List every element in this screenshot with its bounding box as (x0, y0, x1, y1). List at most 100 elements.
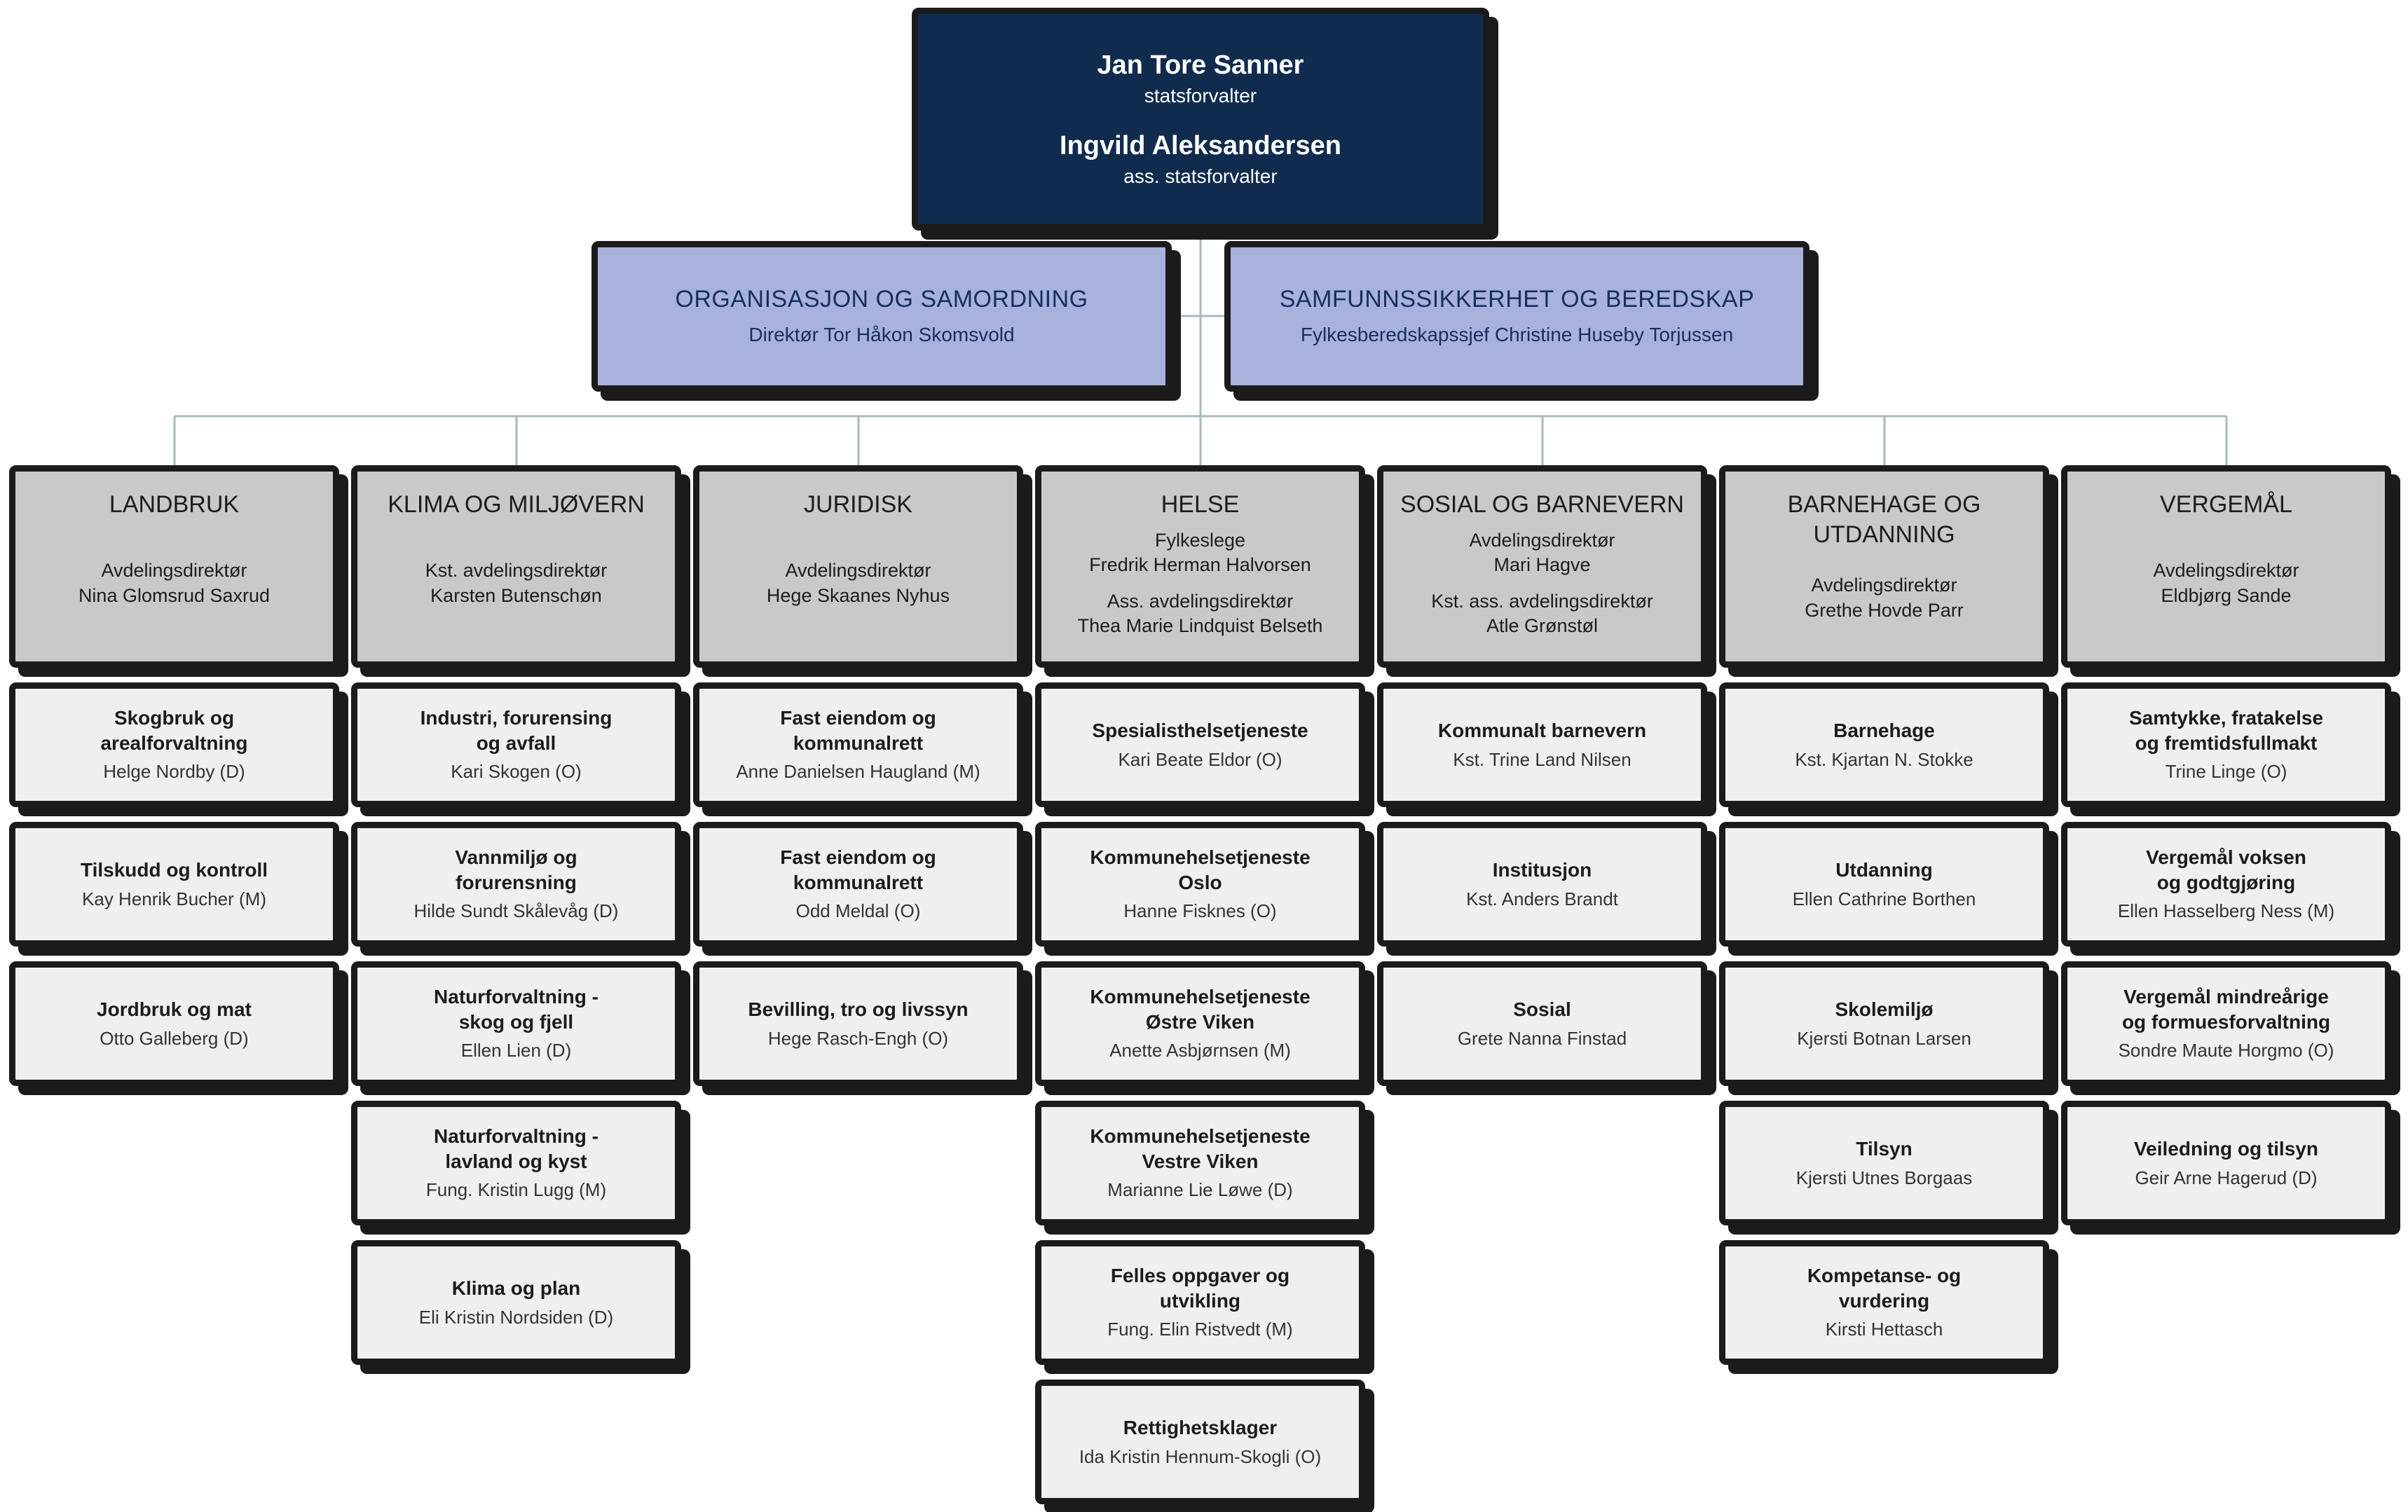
unit-box: Felles oppgaver og utvikling Fung. Elin … (1035, 1240, 1365, 1365)
unit-name: Industri, forurensing og avfall (420, 706, 613, 754)
department-title: LANDBRUK (109, 491, 240, 518)
unit-box: Jordbruk og mat Otto Galleberg (D) (9, 961, 339, 1086)
unit-name: Bevilling, tro og livssyn (748, 998, 969, 1020)
unit-person: Kari Beate Eldor (O) (1118, 748, 1282, 770)
unit-person: Kst. Anders Brandt (1466, 888, 1618, 909)
unit-name: Utdanning (1835, 858, 1933, 881)
unit-box: Kompetanse- og vurdering Kirsti Hettasch (1719, 1240, 2049, 1365)
department-leader: Avdelingsdirektør Eldbjørg Sande (2153, 560, 2299, 606)
unit-name: Kommunehelsetjeneste Østre Viken (1090, 985, 1311, 1033)
unit-name: Sosial (1513, 998, 1571, 1020)
unit-person: Trine Linge (O) (2165, 761, 2287, 783)
unit-box: Skogbruk og arealforvaltning Helge Nordb… (9, 682, 339, 807)
department-title: BARNEHAGE OG UTDANNING (1787, 491, 1981, 548)
unit-box: Klima og plan Eli Kristin Nordsiden (D) (351, 1240, 681, 1365)
department-header: VERGEMÅL Avdelingsdirektør Eldbjørg Sand… (2061, 465, 2391, 668)
staff-box-organisasjon-og-samordning: ORGANISASJON OG SAMORDNING Direktør Tor … (591, 241, 1172, 392)
department-header: JURIDISK Avdelingsdirektør Hege Skaanes … (693, 465, 1023, 668)
unit-name: Tilsyn (1856, 1137, 1913, 1160)
unit-name: Felles oppgaver og utvikling (1110, 1264, 1290, 1312)
statsforvalter-title: statsforvalter (1144, 85, 1257, 107)
unit-box: Barnehage Kst. Kjartan N. Stokke (1719, 682, 2049, 807)
unit-person: Grete Nanna Finstad (1457, 1027, 1627, 1049)
unit-box: Naturforvaltning - lavland og kyst Fung.… (351, 1101, 681, 1225)
department-leader-2: Kst. ass. avdelingsdirektør Atle Grønstø… (1431, 590, 1653, 637)
unit-person: Helge Nordby (D) (103, 761, 245, 783)
department-leader: Kst. avdelingsdirektør Karsten Butenschø… (425, 560, 608, 606)
department-title: VERGEMÅL (2160, 491, 2292, 518)
unit-name: Skogbruk og arealforvaltning (100, 706, 248, 754)
top-leadership-box: Jan Tore Sanner statsforvalter Ingvild A… (912, 8, 1489, 231)
staff-box-title: SAMFUNNSSIKKERHET OG BEREDSKAP (1279, 285, 1755, 312)
unit-person: Sondre Maute Horgmo (O) (2118, 1040, 2334, 1061)
department-column-barnehage-og-utdanning: BARNEHAGE OG UTDANNING Avdelingsdirektør… (1719, 465, 2049, 1365)
unit-name: Tilskudd og kontroll (80, 858, 268, 881)
department-header: BARNEHAGE OG UTDANNING Avdelingsdirektør… (1719, 465, 2049, 668)
unit-name: Kommunehelsetjeneste Vestre Viken (1090, 1125, 1311, 1172)
unit-person: Anne Danielsen Haugland (M) (736, 761, 980, 783)
departments-row: LANDBRUK Avdelingsdirektør Nina Glomsrud… (9, 465, 2391, 1504)
unit-box: Spesialisthelsetjeneste Kari Beate Eldor… (1035, 682, 1365, 807)
unit-name: Jordbruk og mat (97, 998, 252, 1020)
department-column-sosial-og-barnevern: SOSIAL OG BARNEVERN Avdelingsdirektør Ma… (1377, 465, 1707, 1086)
department-column-landbruk: LANDBRUK Avdelingsdirektør Nina Glomsrud… (9, 465, 339, 1086)
department-leader: Fylkeslege Fredrik Herman Halvorsen (1089, 529, 1311, 576)
unit-name: Veiledning og tilsyn (2134, 1137, 2318, 1160)
department-title: KLIMA OG MILJØVERN (388, 491, 645, 518)
unit-name: Kommunehelsetjeneste Oslo (1090, 846, 1311, 893)
unit-box: Institusjon Kst. Anders Brandt (1377, 822, 1707, 947)
ass-statsforvalter-name: Ingvild Aleksandersen (1060, 131, 1341, 160)
unit-name: Fast eiendom og kommunalrett (780, 846, 936, 893)
department-column-helse: HELSE Fylkeslege Fredrik Herman Halvorse… (1035, 465, 1365, 1504)
department-leader: Avdelingsdirektør Grethe Hovde Parr (1805, 575, 1964, 621)
unit-person: Hege Rasch-Engh (O) (767, 1027, 949, 1049)
unit-person: Kari Skogen (O) (451, 761, 582, 783)
unit-person: Marianne Lie Løwe (D) (1107, 1179, 1293, 1201)
unit-name: Vannmiljø og forurensning (455, 846, 577, 893)
department-title: HELSE (1161, 491, 1240, 518)
department-leader-block: Avdelingsdirektør Grethe Hovde Parr (1735, 549, 2033, 647)
unit-person: Fung. Elin Ristvedt (M) (1107, 1319, 1293, 1340)
unit-box: Samtykke, fratakelse og fremtidsfullmakt… (2061, 682, 2391, 807)
department-header: KLIMA OG MILJØVERN Kst. avdelingsdirektø… (351, 465, 681, 668)
department-leader-block: Fylkeslege Fredrik Herman Halvorsen Ass.… (1051, 520, 1349, 648)
unit-box: Skolemiljø Kjersti Botnan Larsen (1719, 961, 2049, 1086)
department-leader-block: Kst. avdelingsdirektør Karsten Butenschø… (367, 520, 665, 648)
unit-name: Fast eiendom og kommunalrett (780, 706, 936, 754)
department-title: JURIDISK (804, 491, 912, 518)
unit-name: Kommunalt barnevern (1437, 719, 1647, 741)
department-leader: Avdelingsdirektør Mari Hagve (1469, 529, 1615, 576)
unit-name: Naturforvaltning - lavland og kyst (434, 1125, 598, 1172)
unit-box: Sosial Grete Nanna Finstad (1377, 961, 1707, 1086)
unit-name: Barnehage (1833, 719, 1935, 741)
unit-box: Kommunehelsetjeneste Vestre Viken Marian… (1035, 1101, 1365, 1225)
unit-person: Ellen Cathrine Borthen (1792, 888, 1976, 909)
unit-person: Kst. Trine Land Nilsen (1453, 748, 1631, 770)
unit-name: Kompetanse- og vurdering (1807, 1264, 1962, 1312)
staff-box-samfunnssikkerhet-og-beredskap: SAMFUNNSSIKKERHET OG BEREDSKAP Fylkesber… (1224, 241, 1810, 392)
unit-box: Vergemål voksen og godtgjøring Ellen Has… (2061, 822, 2391, 947)
unit-name: Institusjon (1492, 858, 1592, 881)
unit-name: Samtykke, fratakelse og fremtidsfullmakt (2128, 706, 2324, 754)
unit-box: Vergemål mindreårige og formuesforvaltni… (2061, 961, 2391, 1086)
unit-person: Kay Henrik Bucher (M) (82, 888, 266, 909)
department-title: SOSIAL OG BARNEVERN (1400, 491, 1684, 518)
department-leader-block: Avdelingsdirektør Eldbjørg Sande (2077, 520, 2375, 648)
unit-person: Kjersti Utnes Borgaas (1795, 1167, 1973, 1188)
department-leader-block: Avdelingsdirektør Hege Skaanes Nyhus (709, 520, 1007, 648)
unit-box: Kommunehelsetjeneste Oslo Hanne Fisknes … (1035, 822, 1365, 947)
staff-box-title: ORGANISASJON OG SAMORDNING (675, 285, 1088, 312)
unit-box: Tilsyn Kjersti Utnes Borgaas (1719, 1101, 2049, 1225)
unit-box: Industri, forurensing og avfall Kari Sko… (351, 682, 681, 807)
unit-name: Naturforvaltning - skog og fjell (434, 985, 598, 1033)
unit-person: Eli Kristin Nordsiden (D) (418, 1306, 614, 1328)
unit-box: Utdanning Ellen Cathrine Borthen (1719, 822, 2049, 947)
department-column-vergemal: VERGEMÅL Avdelingsdirektør Eldbjørg Sand… (2061, 465, 2391, 1225)
staff-box-person: Direktør Tor Håkon Skomsvold (748, 323, 1015, 345)
unit-person: Kst. Kjartan N. Stokke (1795, 748, 1973, 770)
unit-box: Veiledning og tilsyn Geir Arne Hagerud (… (2061, 1101, 2391, 1225)
unit-name: Spesialisthelsetjeneste (1092, 719, 1308, 741)
unit-person: Hilde Sundt Skålevåg (D) (413, 900, 619, 922)
unit-box: Fast eiendom og kommunalrett Odd Meldal … (693, 822, 1023, 947)
